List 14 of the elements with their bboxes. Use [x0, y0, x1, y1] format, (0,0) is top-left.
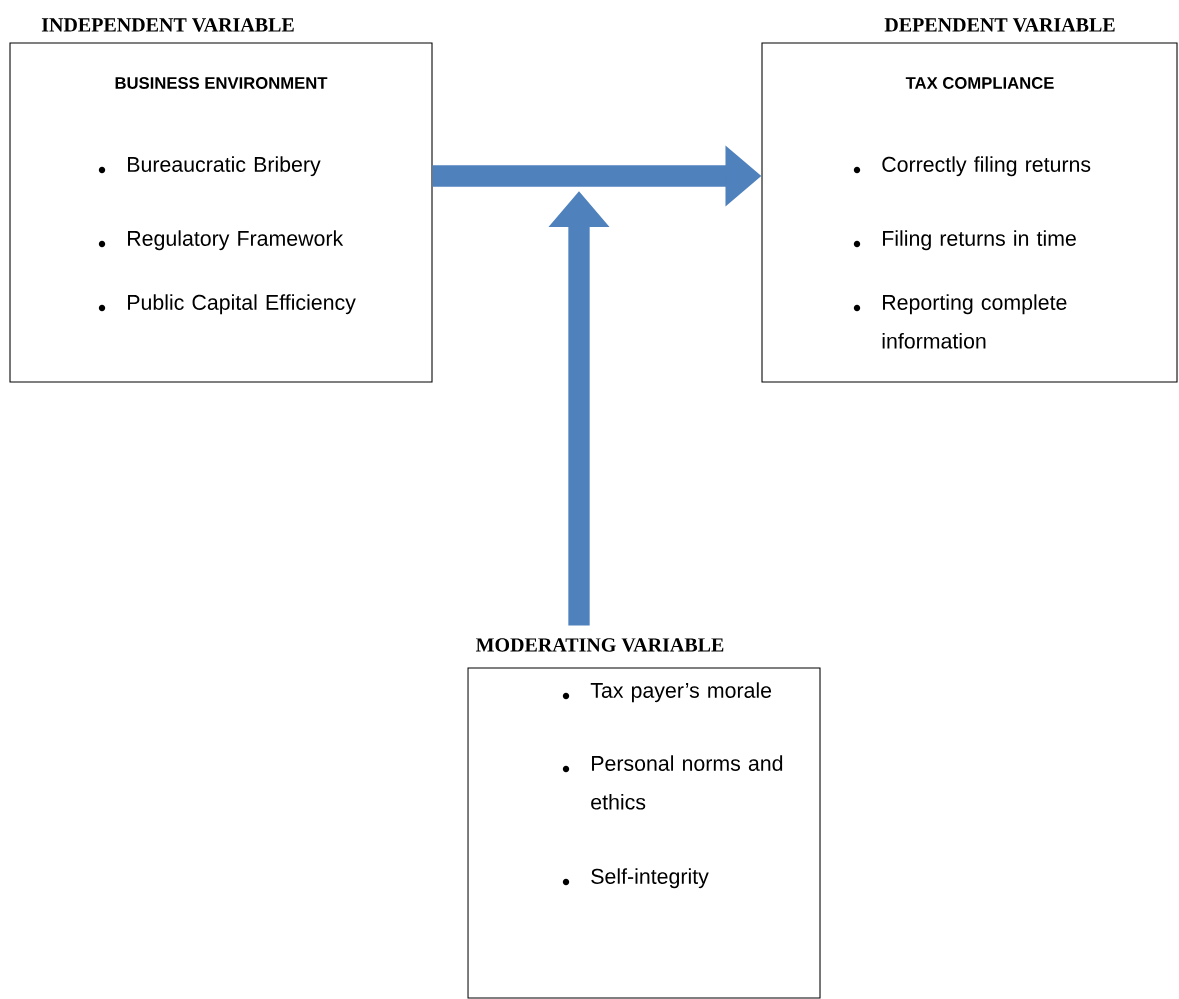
box-title: BUSINESS ENVIRONMENT [115, 77, 328, 89]
bullet-item: Self-integrity [562, 868, 709, 889]
bullet-item: Correctly filing returns [853, 156, 1091, 177]
variable-heading: MODERATING VARIABLE [475, 638, 724, 652]
box-title: TAX COMPLIANCE [905, 77, 1054, 89]
bullet-item: Public Capital Efficiency [98, 294, 356, 315]
bullet-item: Tax payer’s morale [562, 682, 772, 703]
bullet-item: Filing returns in time [853, 230, 1076, 251]
bullet-item: Reporting complete information [853, 294, 1067, 349]
bullet-item: Personal norms and ethics [562, 755, 783, 810]
bullet-item: Regulatory Framework [98, 230, 344, 251]
bullet-item: Bureaucratic Bribery [98, 156, 321, 177]
variable-heading: INDEPENDENT VARIABLE [41, 18, 294, 32]
variable-heading: DEPENDENT VARIABLE [884, 18, 1115, 32]
